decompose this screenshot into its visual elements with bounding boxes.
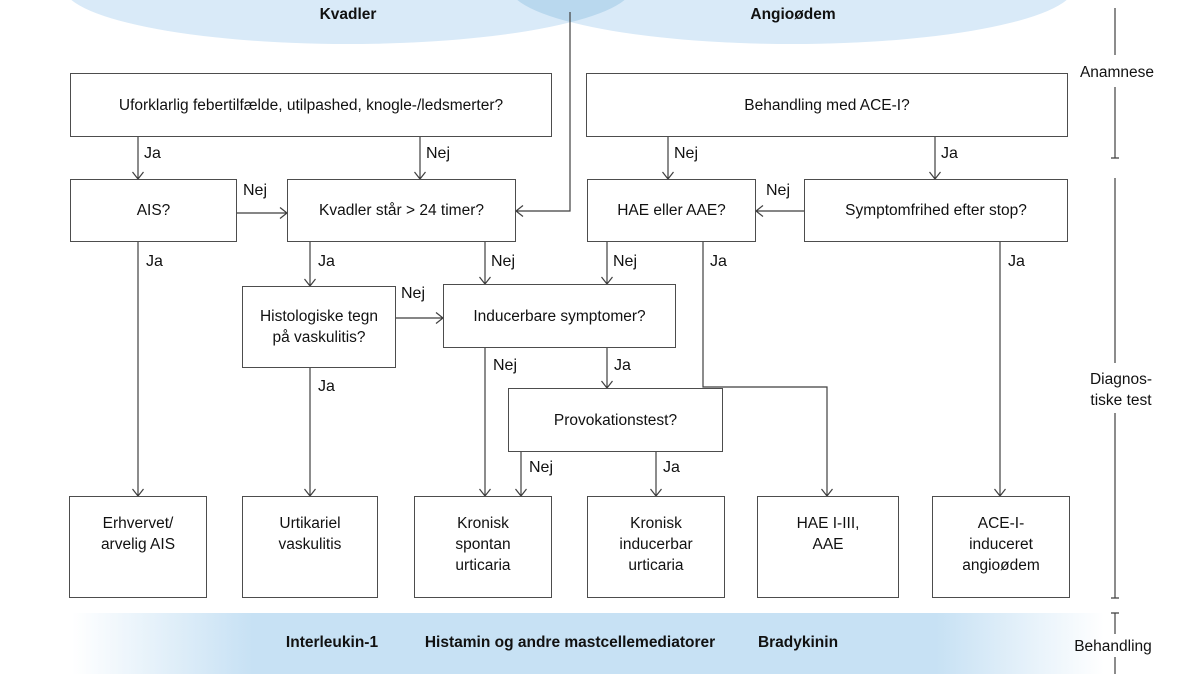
box-ais-question-text: AIS? <box>136 202 171 219</box>
edge-symptomfree-to-hae-nej: Nej <box>766 182 791 199</box>
box-ace-question-text: Behandling med ACE-I? <box>744 96 910 114</box>
edge-wheals-nej: Nej <box>491 253 516 270</box>
outcome-hae-line1: HAE I-III, <box>796 515 860 532</box>
edge-wheals-ja: Ja <box>318 253 335 270</box>
edge-provocation-ja: Ja <box>663 459 680 476</box>
box-outcome-vasculitis: Urtikariel vaskulitis <box>242 496 378 598</box>
phase-label-anamnese: Anamnese <box>1079 64 1155 81</box>
outcome-vasculitis-line1: Urtikariel <box>279 515 341 532</box>
outcome-ais-line2: arvelig AIS <box>100 536 176 553</box>
outcome-inducible-line1: Kronisk <box>630 515 682 532</box>
phase-label-diagnostic-line1: Diagnos- <box>1089 371 1153 388</box>
box-wheals-24h-question-text: Kvadler står > 24 timer? <box>319 202 484 219</box>
outcome-spontaneous-line1: Kronisk <box>457 515 509 532</box>
edge-ais-ja: Ja <box>146 253 163 270</box>
outcome-hae-line2: AAE <box>812 536 844 553</box>
edge-provocation-nej: Nej <box>529 459 554 476</box>
box-histology-line1: Histologiske tegn <box>259 308 379 325</box>
mediator-label-interleukin: Interleukin-1 <box>285 634 379 651</box>
box-ais-question: AIS? <box>70 179 237 242</box>
phase-label-diagnostic: Diagnos- tiske test <box>1090 369 1152 411</box>
box-symptom-free-question-text: Symptomfrihed efter stop? <box>845 202 1027 219</box>
outcome-inducible-line2: inducerbar <box>619 536 693 553</box>
venn-ellipses <box>71 0 1067 44</box>
edge-histology-ja: Ja <box>318 378 335 395</box>
box-fever-question: Uforklarlig febertilfælde, utilpashed, k… <box>70 73 552 137</box>
mediator-band <box>0 613 1200 674</box>
phase-rail <box>1111 8 1119 674</box>
box-histology-question: Histologiske tegn på vaskulitis? <box>242 286 396 368</box>
edge-fever-nej: Nej <box>426 145 451 162</box>
outcome-vasculitis-line2: vaskulitis <box>278 536 342 553</box>
box-outcome-ace-angioedema: ACE-I- induceret angioødem <box>932 496 1070 598</box>
outcome-ace-line3: angioødem <box>962 557 1040 574</box>
box-provocation-question: Provokationstest? <box>508 388 723 452</box>
venn-label-wheals: Kvadler <box>319 6 377 23</box>
outcome-spontaneous-line3: urticaria <box>455 557 511 574</box>
phase-label-diagnostic-line2: tiske test <box>1090 392 1152 409</box>
box-symptom-free-question: Symptomfrihed efter stop? <box>804 179 1068 242</box>
outcome-inducible-line3: urticaria <box>628 557 684 574</box>
box-ace-question: Behandling med ACE-I? <box>586 73 1068 137</box>
edge-symptomfree-ja: Ja <box>1008 253 1025 270</box>
box-outcome-hae: HAE I-III, AAE <box>757 496 899 598</box>
edge-inducible-ja: Ja <box>614 357 631 374</box>
mediator-label-bradykinin: Bradykinin <box>757 634 839 651</box>
box-hae-aae-question-text: HAE eller AAE? <box>617 202 726 219</box>
box-outcome-spontaneous-urticaria: Kronisk spontan urticaria <box>414 496 552 598</box>
box-fever-question-text: Uforklarlig febertilfælde, utilpashed, k… <box>118 96 504 114</box>
box-provocation-question-text: Provokationstest? <box>553 411 678 429</box>
outcome-ace-line1: ACE-I- <box>977 515 1025 532</box>
box-outcome-inducible-urticaria: Kronisk inducerbar urticaria <box>587 496 725 598</box>
edge-histology-nej: Nej <box>401 285 426 302</box>
edge-ace-nej: Nej <box>674 145 699 162</box>
edge-ais-to-wheals-nej: Nej <box>243 182 268 199</box>
phase-label-treatment: Behandling <box>1074 638 1152 655</box>
box-hae-aae-question: HAE eller AAE? <box>587 179 756 242</box>
box-outcome-ais: Erhvervet/ arvelig AIS <box>69 496 207 598</box>
outcome-ace-line2: induceret <box>969 536 1033 553</box>
edge-fever-ja: Ja <box>144 145 161 162</box>
box-inducible-question-text: Inducerbare symptomer? <box>473 307 646 325</box>
edge-hae-ja: Ja <box>710 253 727 270</box>
venn-label-angioedema: Angioødem <box>750 6 836 23</box>
box-wheals-24h-question: Kvadler står > 24 timer? <box>287 179 516 242</box>
mediator-label-histamine: Histamin og andre mastcellemediatorer <box>424 634 716 651</box>
outcome-ais-line1: Erhvervet/ <box>102 515 174 532</box>
edge-hae-nej: Nej <box>613 253 638 270</box>
edge-inducible-nej: Nej <box>493 357 518 374</box>
outcome-spontaneous-line2: spontan <box>455 536 511 553</box>
box-inducible-question: Inducerbare symptomer? <box>443 284 676 348</box>
edge-ace-ja: Ja <box>941 145 958 162</box>
box-histology-line2: på vaskulitis? <box>272 329 366 346</box>
